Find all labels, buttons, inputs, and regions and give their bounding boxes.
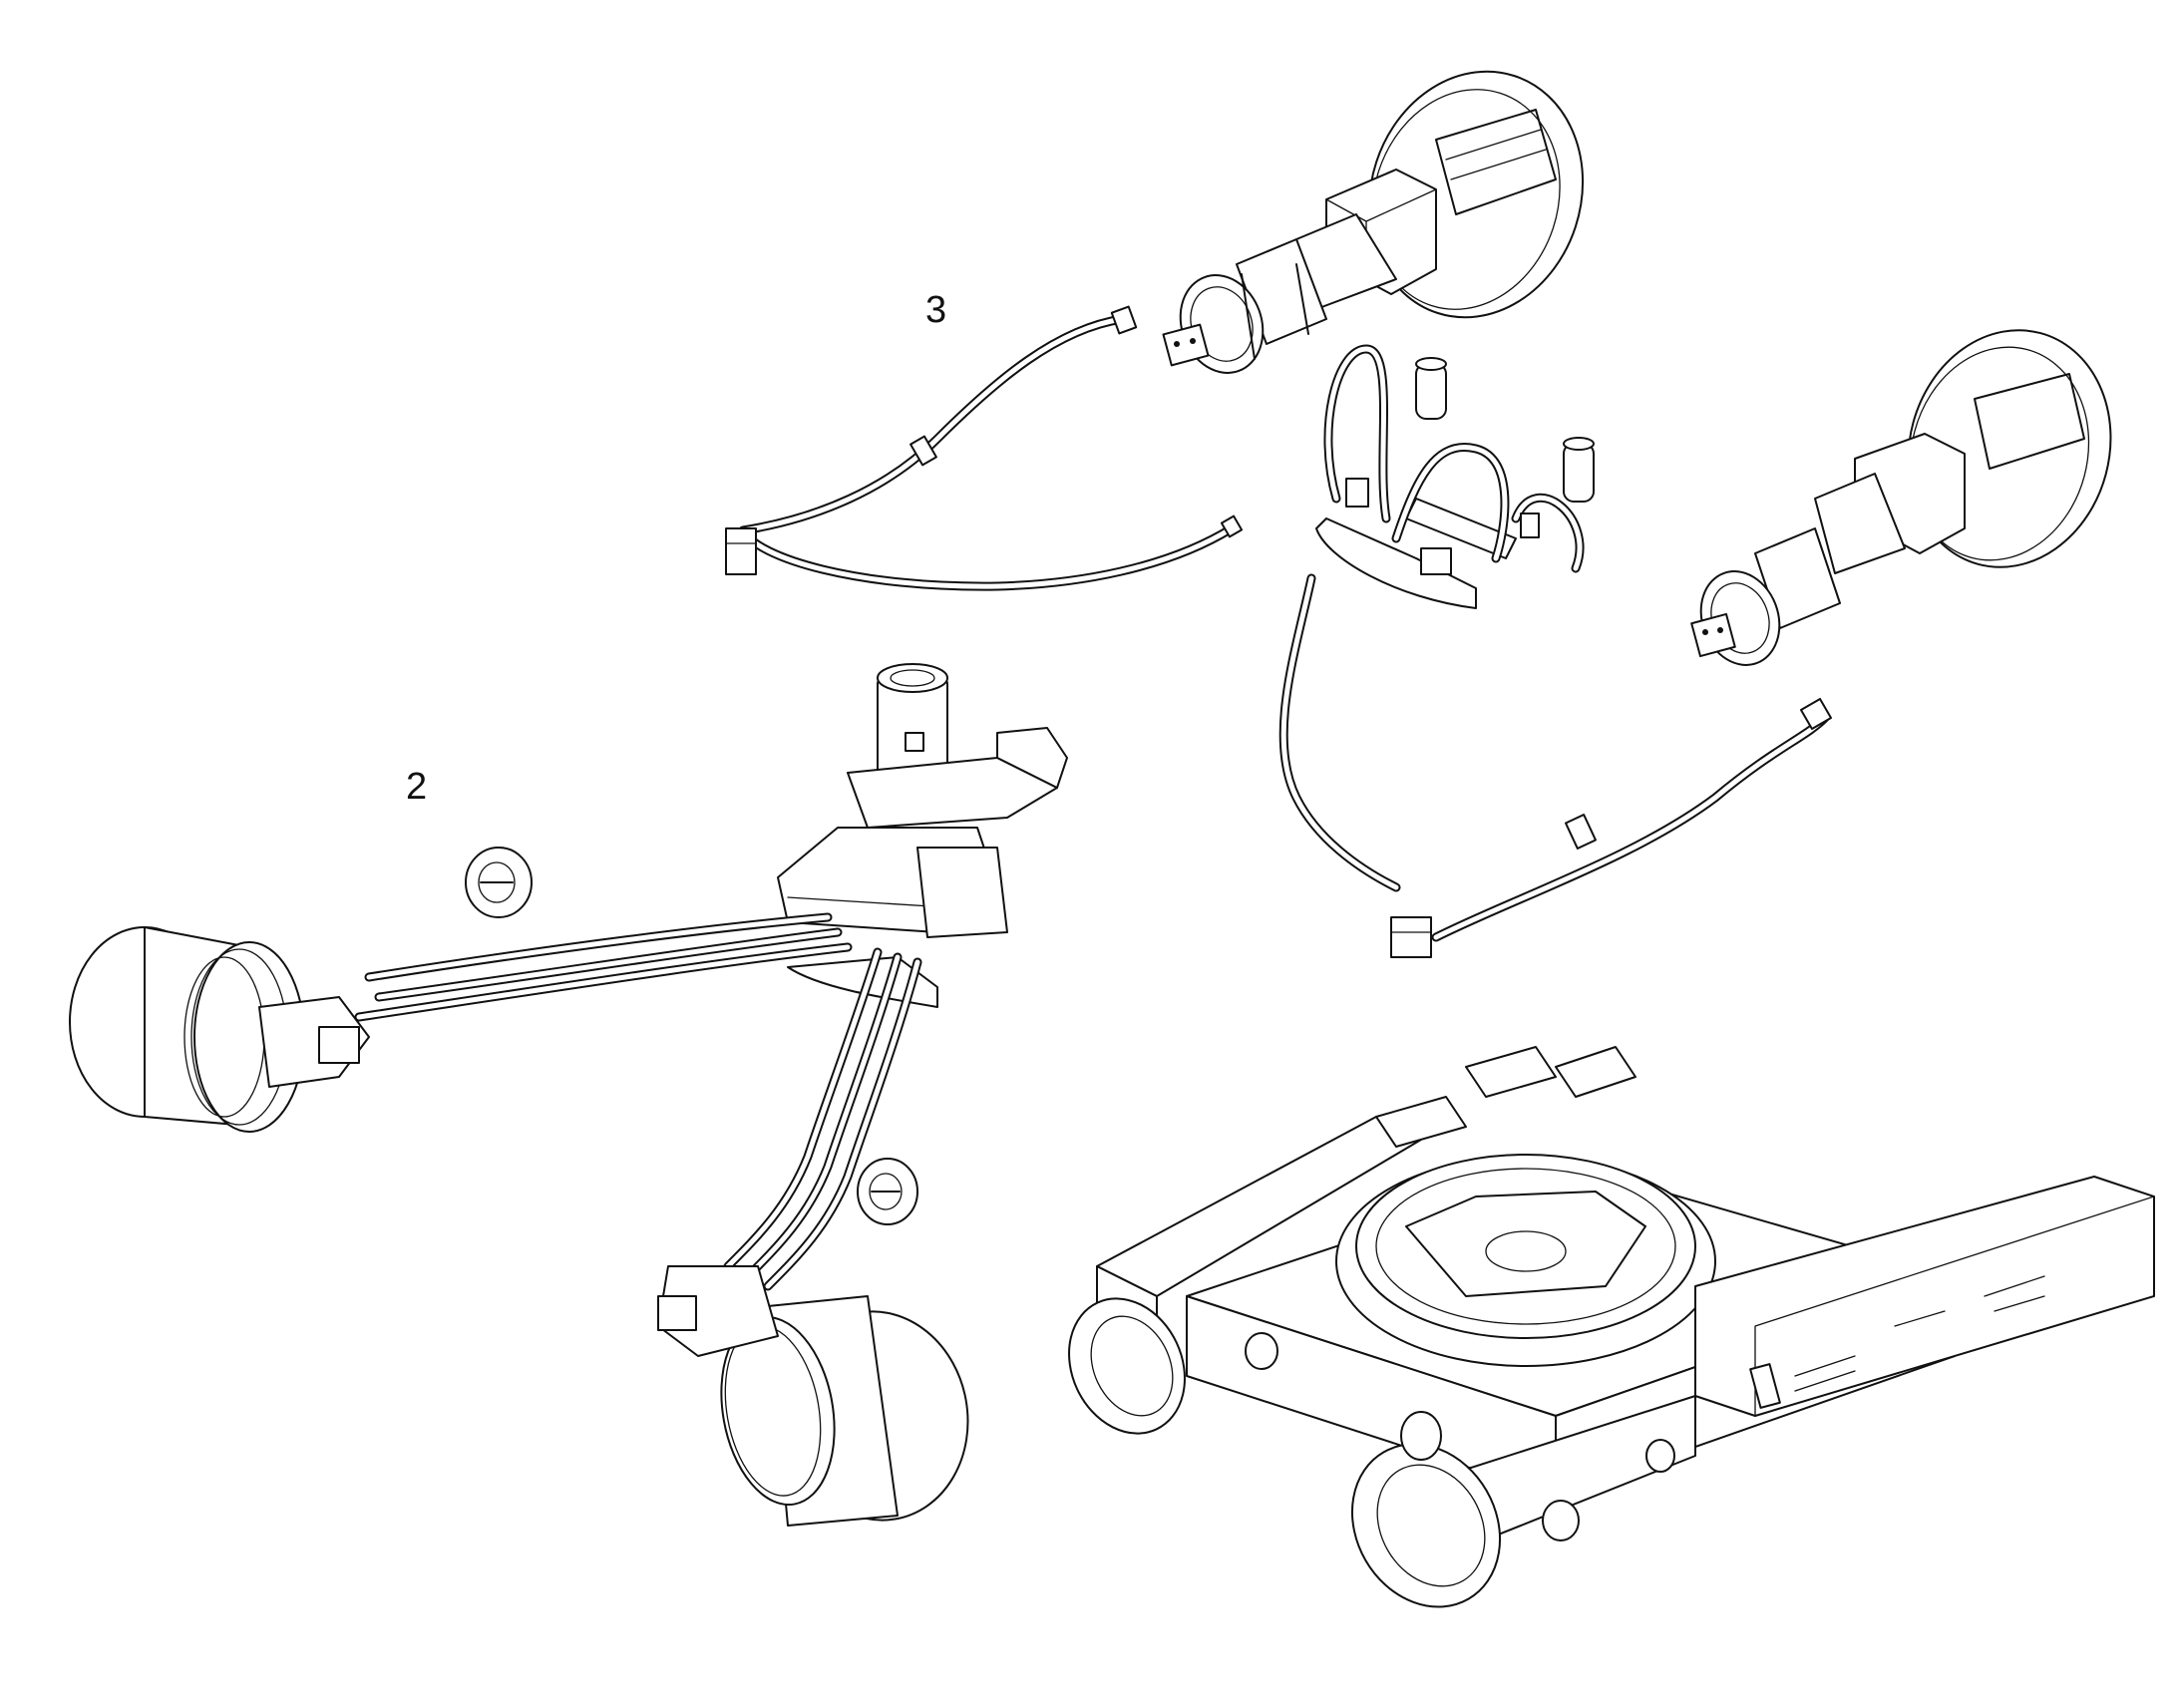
washer-lower [857, 1158, 918, 1225]
hose-assembly-3 [725, 305, 1244, 591]
right-travel-motor-assembly [1690, 329, 2112, 666]
right-hose-assembly [1278, 573, 1833, 958]
center-valve-assembly [1315, 344, 1595, 609]
washer-upper [465, 847, 533, 918]
upper-travel-motor-assembly [1162, 70, 1585, 374]
callout-3-label: 3 [925, 289, 947, 331]
callout-2-label: 2 [406, 766, 428, 808]
swivel-and-left-motors-assembly-2 [69, 663, 1068, 1527]
undercarriage-frame [1068, 1046, 2155, 1608]
